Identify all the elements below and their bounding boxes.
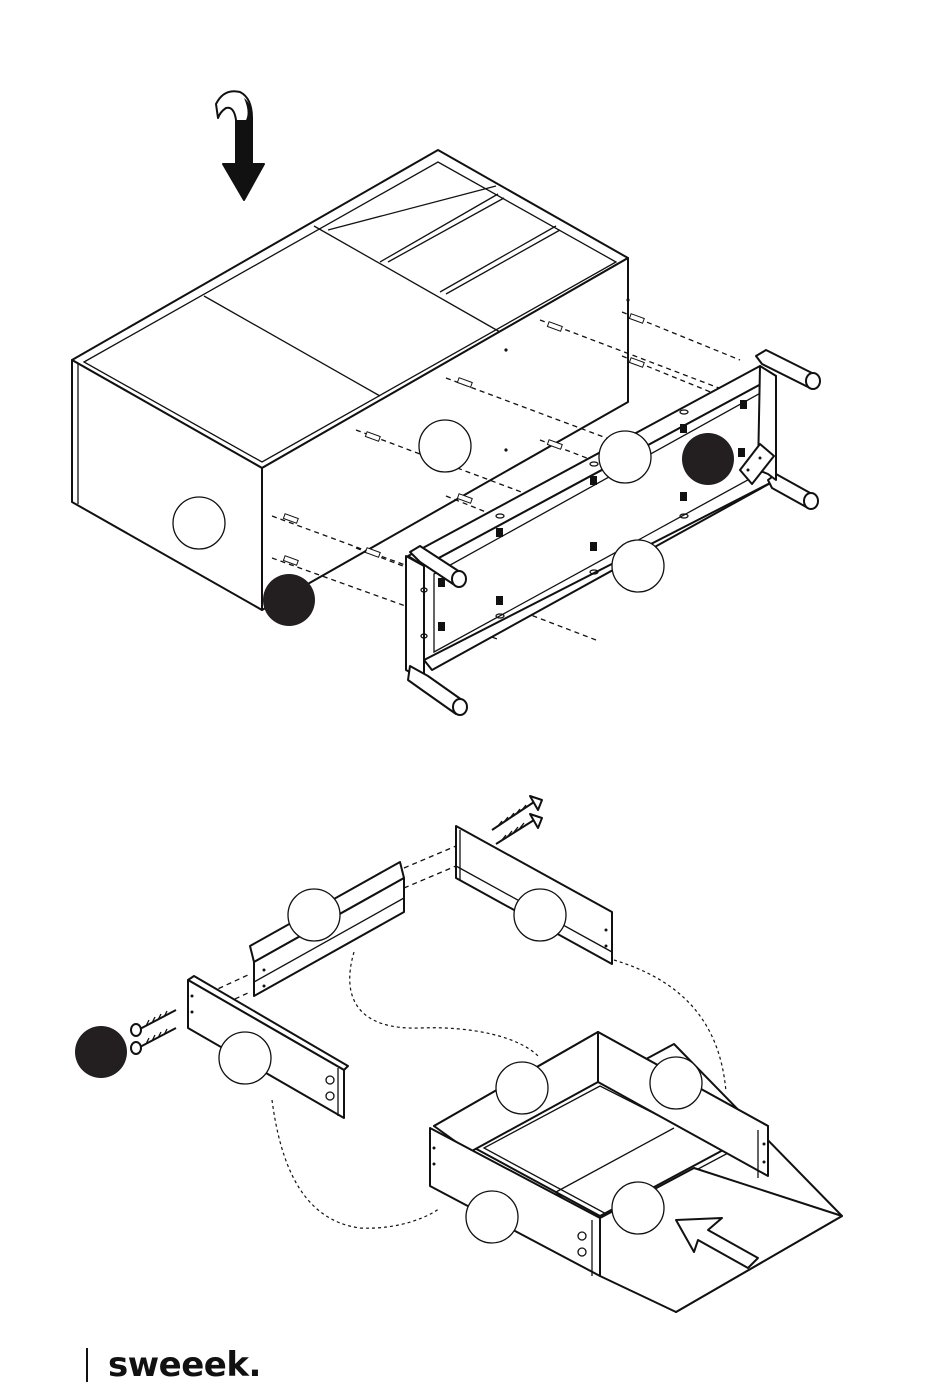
screw-icon [492, 796, 542, 830]
callout-circle [466, 1191, 518, 1243]
callout-circle [650, 1057, 702, 1109]
divider [86, 1348, 88, 1382]
callout-circle [419, 420, 471, 472]
callout-circle [612, 1182, 664, 1234]
callout-filled [75, 1026, 127, 1078]
callout-circle [288, 889, 340, 941]
callout-circle [612, 540, 664, 592]
brand-footer: sweeek. [86, 1346, 261, 1384]
screw-icon [496, 814, 542, 844]
callout-circle [496, 1062, 548, 1114]
callout-circle [219, 1032, 271, 1084]
step-top [72, 91, 820, 715]
leg-front-left [408, 666, 467, 715]
callout-filled [682, 433, 734, 485]
callout-circle [514, 889, 566, 941]
callout-circle [173, 497, 225, 549]
turn-over-arrow-icon [216, 91, 264, 200]
assembled-drawer [430, 1032, 842, 1312]
callout-circle [599, 431, 651, 483]
callout-filled [263, 574, 315, 626]
step-bottom [75, 796, 842, 1312]
brand-logo: sweeek. [108, 1348, 261, 1382]
